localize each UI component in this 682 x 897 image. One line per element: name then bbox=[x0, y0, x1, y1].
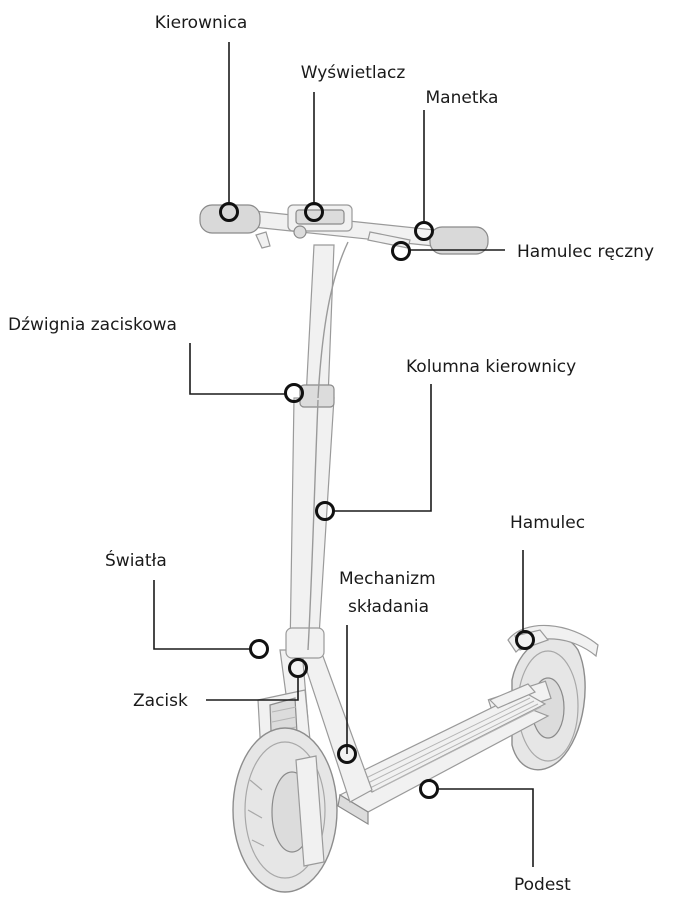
label-kierownica: Kierownica bbox=[155, 13, 248, 33]
label-hamulec-reczny: Hamulec ręczny bbox=[517, 242, 654, 262]
front-wheel bbox=[233, 728, 337, 892]
leader-dzwignia bbox=[190, 343, 286, 394]
marker-podest bbox=[421, 781, 438, 798]
leader-kolumna bbox=[333, 384, 431, 511]
label-dzwignia: Dźwignia zaciskowa bbox=[8, 315, 177, 335]
leader-podest bbox=[437, 789, 533, 867]
label-podest: Podest bbox=[514, 875, 571, 895]
label-mechanizm-line1: Mechanizm bbox=[339, 569, 436, 589]
label-kolumna: Kolumna kierownicy bbox=[406, 357, 576, 377]
label-mechanizm-line2: składania bbox=[348, 597, 429, 617]
marker-swiatla bbox=[251, 641, 268, 658]
label-swiatla: Światła bbox=[105, 549, 167, 571]
scooter-illustration bbox=[200, 205, 598, 892]
leader-swiatla bbox=[154, 580, 251, 649]
stem-lower bbox=[290, 398, 334, 652]
label-manetka: Manetka bbox=[426, 88, 499, 108]
label-wyswietlacz: Wyświetlacz bbox=[301, 63, 406, 83]
handlebar bbox=[200, 205, 488, 254]
label-zacisk: Zacisk bbox=[133, 691, 188, 711]
label-hamulec: Hamulec bbox=[510, 513, 585, 533]
